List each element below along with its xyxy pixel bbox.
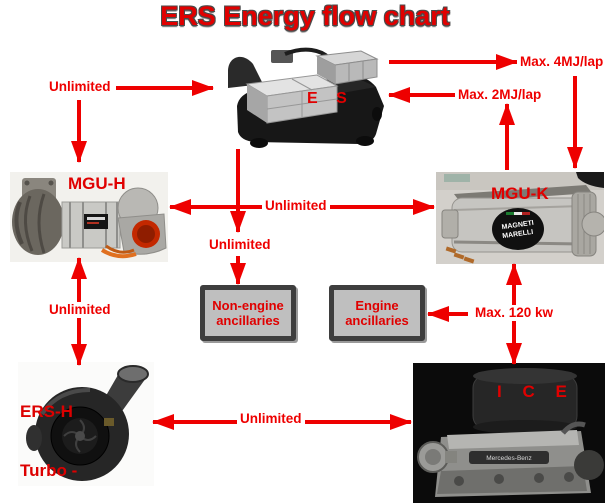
ers-h-label: ERS-H Turbo - charging — [20, 364, 92, 503]
non-engine-ancillaries-box: Non-engine ancillaries — [200, 285, 296, 341]
ers-h-label-line1: ERS-H — [20, 402, 73, 421]
mgu-h-photo — [10, 172, 168, 262]
mgu-k-badge-line1: MAGNETI — [501, 220, 534, 231]
non-engine-ancillaries-line2: ancillaries — [216, 313, 280, 328]
node-ers-h: ERS-H Turbo - charging — [18, 362, 154, 486]
edge-label-unlimited-es-down: Unlimited — [206, 237, 274, 253]
edge-label-unlimited-mid: Unlimited — [262, 198, 330, 214]
mgu-k-label: MGU-K — [491, 184, 549, 203]
engine-ancillaries-line2: ancillaries — [345, 313, 409, 328]
edge-label-max-4mj: Max. 4MJ/lap — [517, 54, 607, 70]
node-mgu-k: MAGNETI MARELLI MGU-K — [436, 172, 604, 264]
edge-label-unlimited-left: Unlimited — [46, 302, 114, 318]
edge-label-unlimited-bottom: Unlimited — [237, 411, 305, 427]
non-engine-ancillaries-line1: Non-engine — [212, 298, 284, 313]
engine-ancillaries-box: Engine ancillaries — [329, 285, 425, 341]
edge-label-max-120kw: Max. 120 kw — [472, 305, 557, 321]
node-ice: Mercedes-Benz I C E — [413, 363, 605, 503]
mgu-h-label: MGU-H — [68, 174, 126, 193]
battery-pack-right — [315, 50, 379, 85]
edge-label-unlimited-top-left: Unlimited — [46, 79, 114, 95]
node-mgu-h: MGU-H — [10, 172, 168, 262]
mgu-k-badge-line2: MARELLI — [502, 229, 534, 240]
node-energy-store: E S — [225, 44, 391, 150]
page-title: ERS Energy flow chart — [160, 1, 450, 31]
ers-h-label-line2: Turbo - — [20, 461, 78, 480]
ers-h-photo — [18, 362, 154, 486]
engine-ancillaries-line1: Engine — [355, 298, 399, 313]
ice-label: I C E — [497, 382, 575, 401]
ice-badge: Mercedes-Benz — [486, 455, 532, 462]
es-label: E S — [307, 90, 354, 107]
mgu-k-photo: MAGNETI MARELLI — [436, 172, 604, 264]
edge-label-max-2mj: Max. 2MJ/lap — [455, 87, 545, 103]
ice-photo: Mercedes-Benz — [413, 363, 605, 503]
battery-pack-left — [245, 74, 339, 124]
energy-store-photo — [228, 47, 384, 148]
